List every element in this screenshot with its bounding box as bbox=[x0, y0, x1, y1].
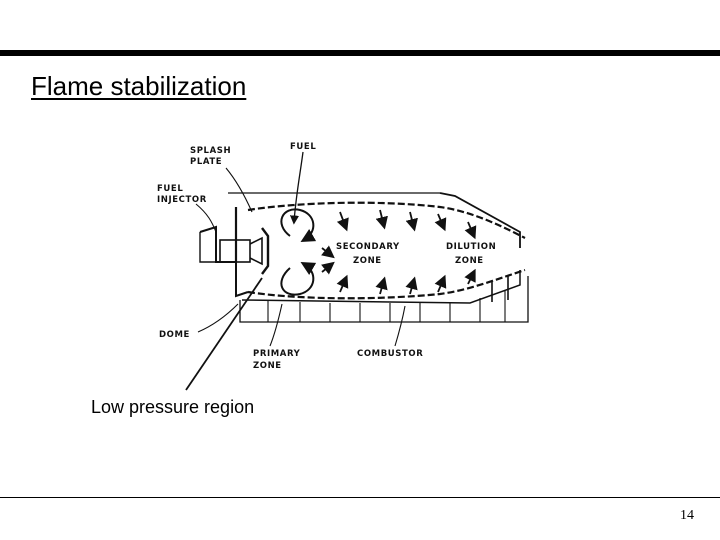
flow-arrows bbox=[321, 209, 477, 295]
leader-lines bbox=[185, 167, 406, 391]
label-dilution-zone: DILUTION bbox=[446, 242, 496, 252]
bottom-rule bbox=[0, 497, 720, 498]
label-fuel: FUEL bbox=[290, 142, 316, 152]
label-combustor: COMBUSTOR bbox=[357, 349, 423, 359]
label-secondary-zone: SECONDARY bbox=[336, 242, 400, 252]
primary-zone-vortices bbox=[280, 208, 317, 296]
label-dilution-zone-2: ZONE bbox=[455, 256, 484, 266]
label-fuel-injector: FUEL bbox=[157, 184, 183, 194]
page-number: 14 bbox=[680, 508, 694, 523]
slide-title: Flame stabilization bbox=[31, 71, 247, 101]
low-pressure-caption: Low pressure region bbox=[91, 397, 254, 417]
fuel-arrow bbox=[289, 151, 304, 225]
top-rule bbox=[0, 50, 720, 56]
label-splash-plate-2: PLATE bbox=[190, 157, 222, 167]
label-splash-plate: SPLASH bbox=[190, 146, 231, 156]
label-primary-zone: PRIMARY bbox=[253, 349, 301, 359]
label-secondary-zone-2: ZONE bbox=[353, 256, 382, 266]
label-dome: DOME bbox=[159, 330, 190, 340]
label-fuel-injector-2: INJECTOR bbox=[157, 195, 207, 205]
combustor-body bbox=[199, 192, 529, 323]
label-primary-zone-2: ZONE bbox=[253, 361, 282, 371]
